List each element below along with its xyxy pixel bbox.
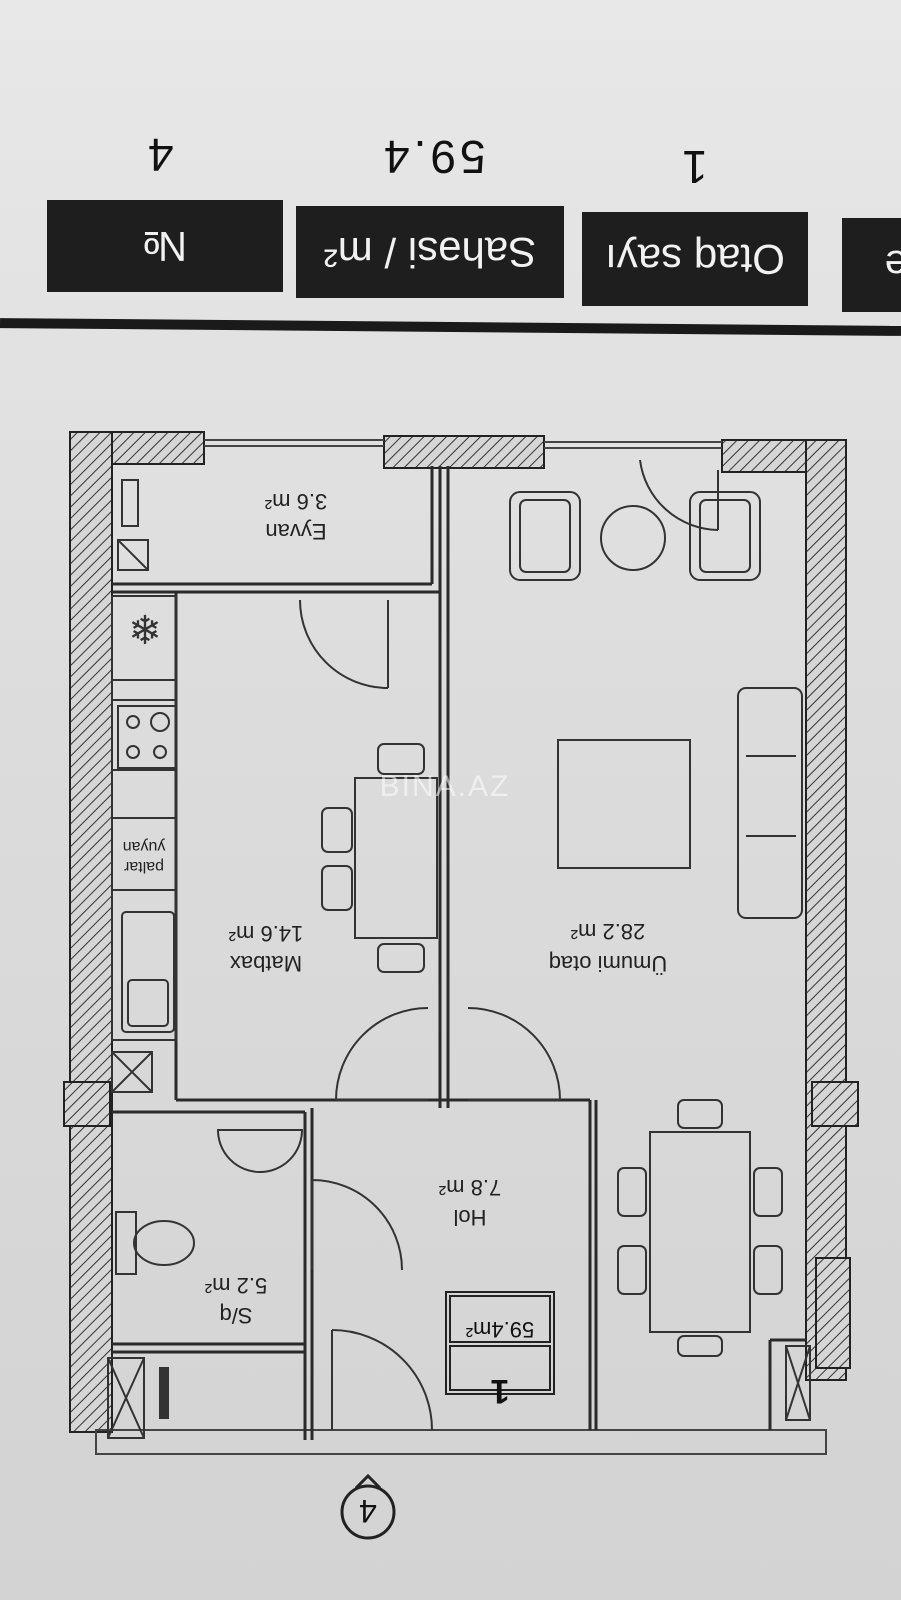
badge-total-area: 59.4m² <box>466 1317 534 1342</box>
wall-left <box>69 431 113 1433</box>
header-cell-area: Sahəsi / m² <box>296 206 564 298</box>
sofa <box>737 687 803 919</box>
watermark: BINA.AZ <box>380 770 511 803</box>
room-area-eyvan: 3.6 m² <box>265 489 327 514</box>
windows <box>204 439 722 449</box>
wall-top-left <box>111 431 205 465</box>
wall-stub-right <box>811 1081 859 1127</box>
door-entry <box>331 1329 433 1431</box>
apartment-marker: 4 <box>340 1473 396 1540</box>
header-cell-number: № <box>47 200 283 292</box>
room-labels: Eyvan 3.6 m² Ümumi otaq 28.2 m² Matbax 1… <box>123 489 668 1328</box>
toilet-tank <box>115 1211 137 1275</box>
toilet-bowl <box>133 1220 195 1266</box>
room-label-matbax: Matbax <box>230 951 302 976</box>
door-matbax <box>335 1007 429 1101</box>
door-living <box>467 1007 561 1101</box>
shower-tray <box>107 1357 145 1439</box>
door-bathroom <box>311 1179 403 1271</box>
wall-bottom <box>95 1429 827 1455</box>
sink <box>121 911 175 1033</box>
coffee-table-round <box>600 505 666 571</box>
dining-table-living <box>649 1131 751 1333</box>
room-area-sq: 5.2 m² <box>205 1273 267 1298</box>
wall-stub-right-low <box>815 1257 851 1369</box>
wall-stub-left <box>63 1081 111 1127</box>
closet-label-line2: yuyan <box>123 838 166 855</box>
living-furniture <box>509 491 803 1357</box>
vent-shaft <box>111 1051 153 1093</box>
balcony-fixture <box>117 479 149 571</box>
armchair-right <box>689 491 761 581</box>
header-cell-rooms: Otaq sayı <box>582 212 808 306</box>
room-label-hol: Hol <box>453 1205 486 1230</box>
header-cell-cut: e <box>842 218 901 312</box>
coffee-table-square <box>557 739 691 869</box>
wall-top-right <box>721 439 807 473</box>
outer-walls <box>63 431 859 1455</box>
room-label-sq: S/q <box>219 1303 252 1328</box>
wall-right <box>805 439 847 1381</box>
stove <box>117 705 177 769</box>
room-area-umumi: 28.2 m² <box>571 919 646 944</box>
dining-table-kitchen <box>354 777 438 939</box>
doors <box>299 459 719 1431</box>
closet-label-line1: paltar <box>123 858 164 875</box>
room-area-hol: 7.8 m² <box>439 1175 501 1200</box>
room-area-matbax: 14.6 m² <box>229 921 304 946</box>
apartment-marker-number: 4 <box>359 1493 377 1529</box>
vent-shaft-right <box>785 1345 811 1421</box>
badge-rooms: 1 <box>491 1372 510 1410</box>
wall-top-mid <box>383 435 545 469</box>
armchair-left <box>509 491 581 581</box>
washbasin <box>216 1129 304 1173</box>
room-label-eyvan: Eyvan <box>265 519 326 544</box>
snowflake-icon: ❄ <box>128 609 162 653</box>
apartment-badge: 59.4m² 1 <box>445 1291 555 1410</box>
door-balcony-living <box>639 459 719 531</box>
bathroom-fixtures <box>107 1129 811 1439</box>
door-eyvan <box>299 599 389 689</box>
kitchen-furniture <box>111 595 438 1093</box>
room-label-umumi: Ümumi otaq <box>549 951 668 976</box>
